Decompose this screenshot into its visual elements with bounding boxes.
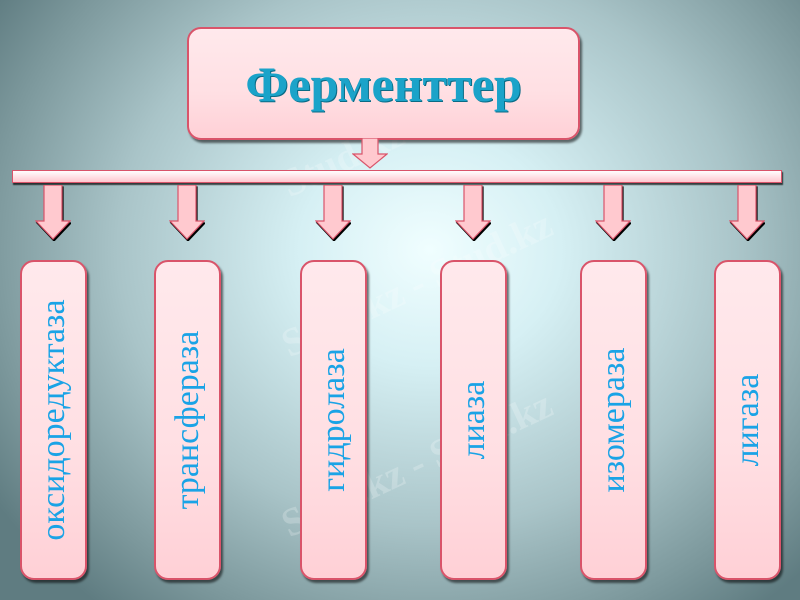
enzyme-label: лигаза — [728, 373, 766, 467]
connector-bar — [12, 170, 782, 183]
down-arrow-icon — [729, 185, 765, 240]
enzyme-label: изомераза — [594, 347, 632, 493]
enzyme-label: трансфераза — [168, 330, 206, 510]
down-arrow-icon — [35, 185, 71, 240]
enzyme-box: лиаза — [440, 260, 507, 580]
title-down-arrow-icon — [352, 138, 388, 169]
down-arrow-icon — [315, 185, 351, 240]
title-box: Ферменттер — [187, 27, 580, 140]
down-arrow-icon — [169, 185, 205, 240]
enzyme-box: оксидоредуктаза — [20, 260, 87, 580]
enzyme-box: изомераза — [580, 260, 647, 580]
diagram-title: Ферменттер — [245, 55, 522, 112]
enzyme-label: оксидоредуктаза — [34, 299, 72, 541]
enzyme-label: гидролаза — [314, 348, 352, 492]
enzyme-box: лигаза — [714, 260, 781, 580]
enzyme-box: гидролаза — [300, 260, 367, 580]
enzyme-label: лиаза — [454, 380, 492, 460]
enzyme-box: трансфераза — [154, 260, 221, 580]
down-arrow-icon — [455, 185, 491, 240]
down-arrow-icon — [595, 185, 631, 240]
